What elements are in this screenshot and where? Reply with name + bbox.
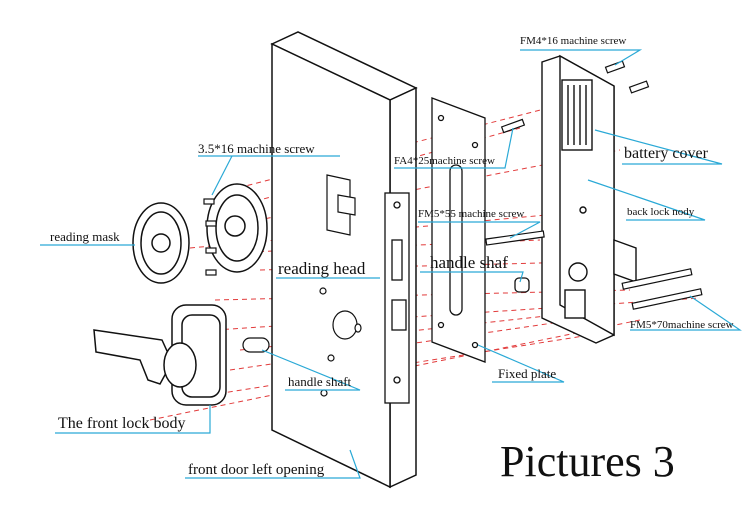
screw-fm5x70-a (621, 268, 693, 290)
reading-head (206, 183, 268, 273)
front-lock-body (93, 304, 227, 406)
label-fa4-screw: FA4*25machine screw (394, 155, 495, 167)
screw-fm4x16 (604, 60, 626, 74)
label-fm4-screw: FM4*16 machine screw (520, 35, 627, 47)
label-reading-mask: reading mask (50, 229, 120, 244)
reading-mask (132, 202, 190, 284)
label-back-lock-body: back lock nody (627, 206, 695, 218)
screw-fm4x16-b (628, 80, 650, 94)
label-front-lock-body: The front lock body (58, 415, 186, 432)
label-3-5-screw: 3.5*16 machine screw (198, 141, 315, 156)
label-reading-head: reading head (278, 259, 366, 278)
diagram-title: Pictures 3 (500, 437, 675, 486)
handle-shaft-pin (242, 337, 270, 353)
fixed-plate (431, 97, 530, 363)
screw-fm5x70-b (631, 288, 703, 310)
screw-3-5x16-b (205, 220, 217, 227)
screw-3-5x16-a (203, 198, 215, 205)
door-features (319, 174, 362, 397)
label-fixed-plate: Fixed plate (498, 366, 557, 381)
screw-3-5x16-c (205, 247, 217, 254)
mortise-faceplate (384, 192, 410, 404)
screws (203, 60, 703, 310)
back-lock-body (541, 54, 637, 344)
screw-fm5x55 (485, 230, 545, 246)
label-front-door-left-opening: front door left opening (188, 462, 325, 478)
leader-lines (40, 49, 742, 479)
label-battery-cover: battery cover (624, 145, 708, 162)
label-fm5-55-screw: FM5*55 machine screw (418, 208, 525, 220)
screw-fa4x25 (500, 118, 526, 134)
screw-3-5x16-d (205, 269, 217, 276)
label-handle-shaft: handle shaft (288, 374, 352, 389)
label-fm5-70-screw: FM5*70machine screw (630, 319, 734, 331)
label-handle-shaf: handle shaf (430, 253, 508, 272)
